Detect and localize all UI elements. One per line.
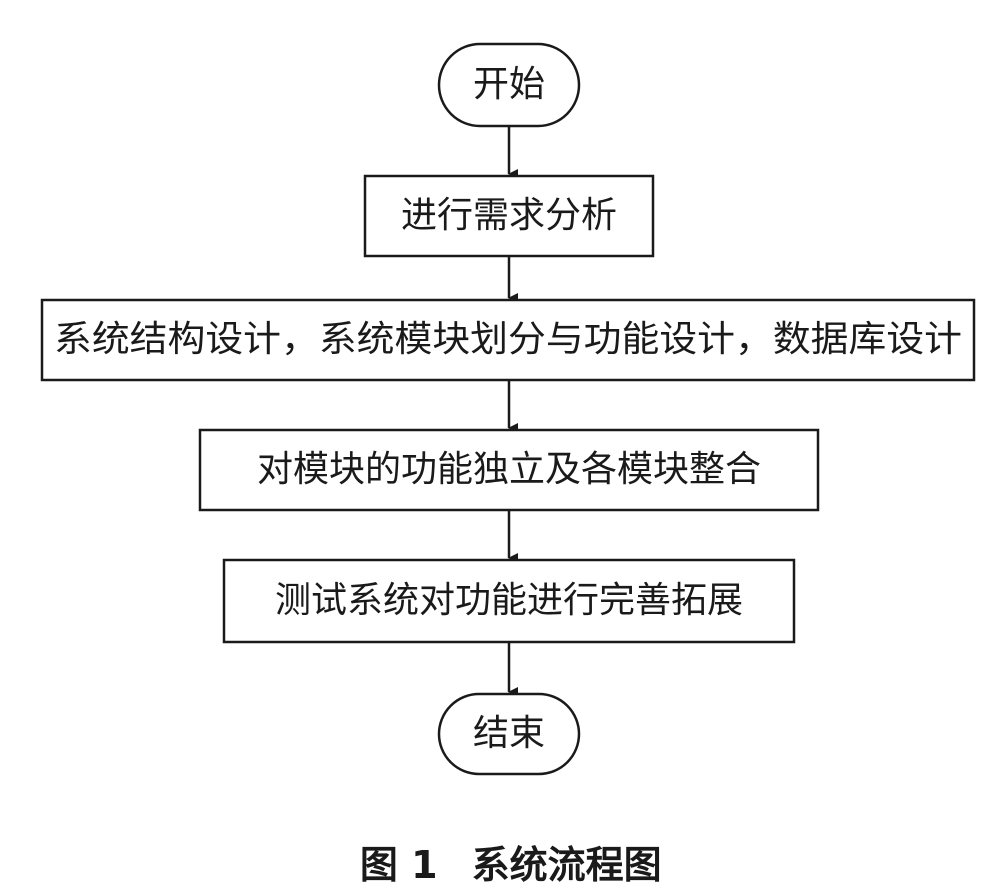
process-module-integration-label: 对模块的功能独立及各模块整合: [257, 449, 761, 490]
end-node-label: 结束: [473, 713, 545, 754]
end-node: 结束: [437, 692, 581, 776]
figure-title: 系统流程图: [471, 843, 662, 887]
process-testing-refinement-label: 测试系统对功能进行完善拓展: [275, 580, 743, 621]
process-module-integration: 对模块的功能独立及各模块整合: [198, 428, 820, 512]
start-node-label: 开始: [473, 64, 545, 105]
process-requirements-analysis-label: 进行需求分析: [401, 195, 617, 236]
process-testing-refinement: 测试系统对功能进行完善拓展: [222, 558, 796, 644]
figure-number: 图 1: [359, 843, 438, 887]
process-system-design-label: 系统结构设计，系统模块划分与功能设计，数据库设计: [54, 319, 962, 360]
flowchart: 开始 进行需求分析 系统结构设计，系统模块划分与功能设计，数据库设计 对模块的功…: [40, 42, 976, 776]
figure-caption: 图 1 系统流程图: [0, 790, 995, 889]
process-requirements-analysis: 进行需求分析: [363, 174, 655, 258]
start-node: 开始: [437, 42, 581, 128]
process-system-design: 系统结构设计，系统模块划分与功能设计，数据库设计: [40, 298, 976, 382]
